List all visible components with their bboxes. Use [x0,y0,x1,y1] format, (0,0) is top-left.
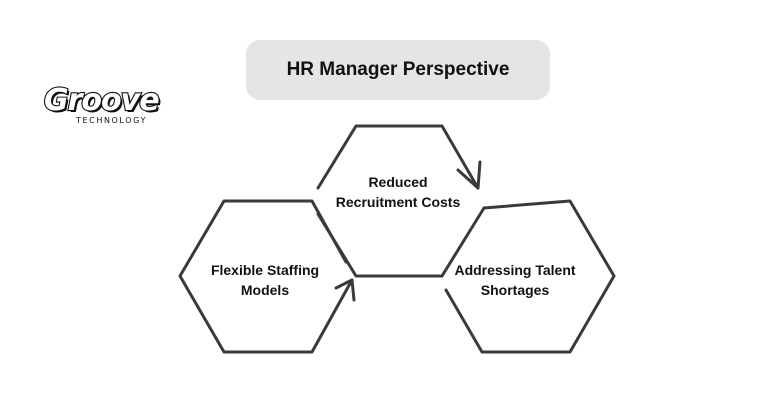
arrow-head-top [456,160,482,190]
page-title: HR Manager Perspective [286,59,510,80]
logo-wordmark: Groove [43,82,161,118]
hexagon-label-left: Flexible Staffing Models [190,260,340,300]
groove-technology-logo: Groove TECHNOLOGY [43,82,166,132]
hexagon-right [444,199,616,354]
hexagon-label-top: Reduced Recruitment Costs [318,172,478,212]
label-top-line2: Recruitment Costs [335,194,461,210]
label-left-line1: Flexible Staffing [210,262,320,278]
title-box: HR Manager Perspective [246,40,550,100]
hexagon-top [316,124,480,190]
label-right-line2: Shortages [480,282,550,298]
label-right-line1: Addressing Talent [454,262,576,278]
hexagon-right-connector [370,206,486,278]
logo-subtitle: TECHNOLOGY [76,116,147,125]
arrow-head-left [334,278,356,302]
label-left-line2: Models [240,282,290,298]
label-top-line1: Reduced [368,174,428,190]
hexagon-label-right: Addressing Talent Shortages [440,260,590,300]
hexagon-left [178,199,354,354]
